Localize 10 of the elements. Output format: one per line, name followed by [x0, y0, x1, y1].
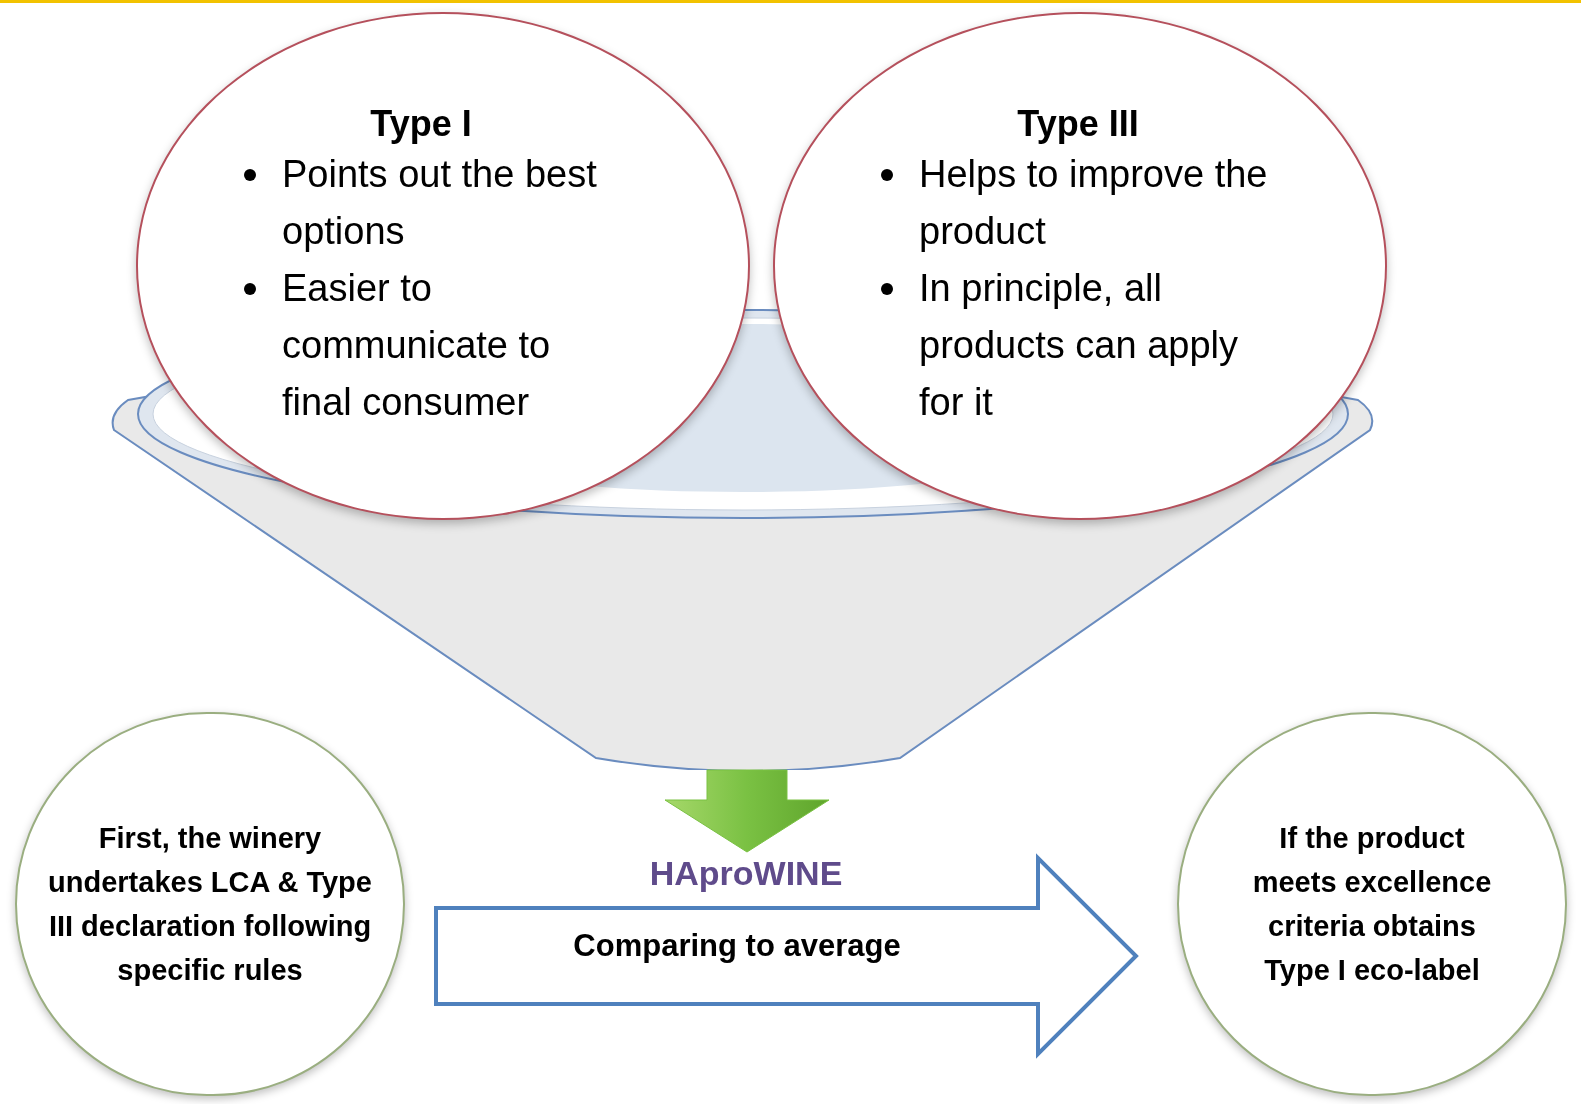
bullet-text: Helps to improve the product [919, 152, 1269, 254]
bullet-text: Points out the best options [282, 152, 598, 254]
circle-text: If the product meets excellence criteria obtains Type I eco-label [1251, 821, 1493, 988]
label-text: HAproWINE [620, 852, 872, 894]
ellipse-heading: Type III [1017, 102, 1139, 146]
circle-text: First, the winery undertakes LCA & Type III declaration following specific rules [47, 821, 373, 988]
ellipse-heading: Type I [370, 102, 472, 146]
bullet-text: In principle, all products can apply for it [919, 266, 1239, 425]
block-arrow [664, 769, 830, 853]
bullet-text: Easier to communicate to final consumer [282, 266, 552, 425]
